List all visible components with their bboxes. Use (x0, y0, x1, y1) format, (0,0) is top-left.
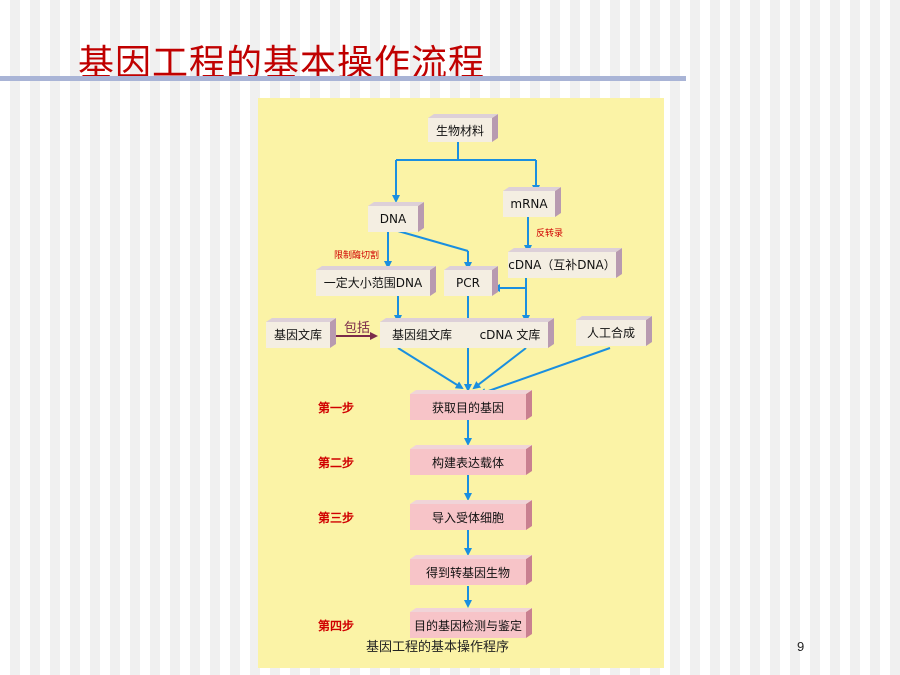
edge-dna-diag (397, 230, 469, 252)
node-library-group: 基因组文库 cDNA 文库 (380, 318, 554, 348)
step-box-4-label: 目的基因检测与鉴定 (414, 618, 522, 633)
node-artificial-synthesis: 人工合成 (576, 316, 652, 346)
node-pcr: PCR (444, 266, 498, 296)
step-box-3: 导入受体细胞 (410, 500, 532, 530)
connectors (384, 140, 611, 608)
node-size-dna-label: 一定大小范围DNA (324, 275, 423, 290)
node-cdna-library-label: cDNA 文库 (480, 327, 541, 342)
node-dna: DNA (368, 202, 424, 232)
page-number: 9 (797, 639, 805, 654)
step-box-1: 获取目的基因 (410, 390, 532, 420)
step-box-2: 构建表达载体 (410, 445, 532, 475)
edge-genomic-to-step1 (397, 347, 464, 390)
node-genomic-library-label: 基因组文库 (392, 327, 452, 342)
transgenic-box: 得到转基因生物 (410, 555, 532, 585)
step-box-1-label: 获取目的基因 (432, 400, 504, 415)
step-box-4: 目的基因检测与鉴定 (410, 608, 532, 638)
step-label-4: 第四步 (318, 618, 354, 633)
title-underline (0, 76, 686, 81)
node-artificial-synthesis-label: 人工合成 (587, 325, 635, 340)
node-cdna: cDNA（互补DNA） (508, 248, 622, 278)
node-pcr-label: PCR (456, 276, 480, 290)
flow-diagram: 生物材料 DNA mRNA 一定大小范围DNA PCR cDNA（互补DNA） … (266, 114, 652, 638)
edge-label-restriction: 限制酶切割 (334, 249, 379, 261)
step-box-2-label: 构建表达载体 (432, 455, 504, 470)
step-box-3-label: 导入受体细胞 (432, 511, 504, 525)
edge-label-includes: 包括 (344, 321, 370, 336)
edge-cdnalib-to-step1 (472, 347, 527, 390)
node-mrna: mRNA (503, 187, 561, 217)
edge-label-reverse-transcription: 反转录 (536, 227, 563, 239)
transgenic-box-label: 得到转基因生物 (426, 565, 510, 580)
step-label-3: 第三步 (318, 510, 354, 525)
node-bio-material-label: 生物材料 (436, 124, 484, 138)
node-cdna-label: cDNA（互补DNA） (508, 258, 615, 272)
node-gene-library-label: 基因文库 (274, 327, 322, 342)
slide-footer: 基因工程的基本操作程序 (366, 640, 510, 655)
step-label-1: 第一步 (318, 400, 354, 415)
node-mrna-label: mRNA (510, 197, 548, 211)
node-size-dna: 一定大小范围DNA (316, 266, 436, 296)
node-gene-library: 基因文库 (266, 318, 336, 348)
node-dna-label: DNA (380, 212, 407, 226)
edge-artificial-to-step1 (478, 347, 611, 396)
node-bio-material: 生物材料 (428, 114, 498, 142)
step-label-2: 第二步 (318, 455, 354, 470)
